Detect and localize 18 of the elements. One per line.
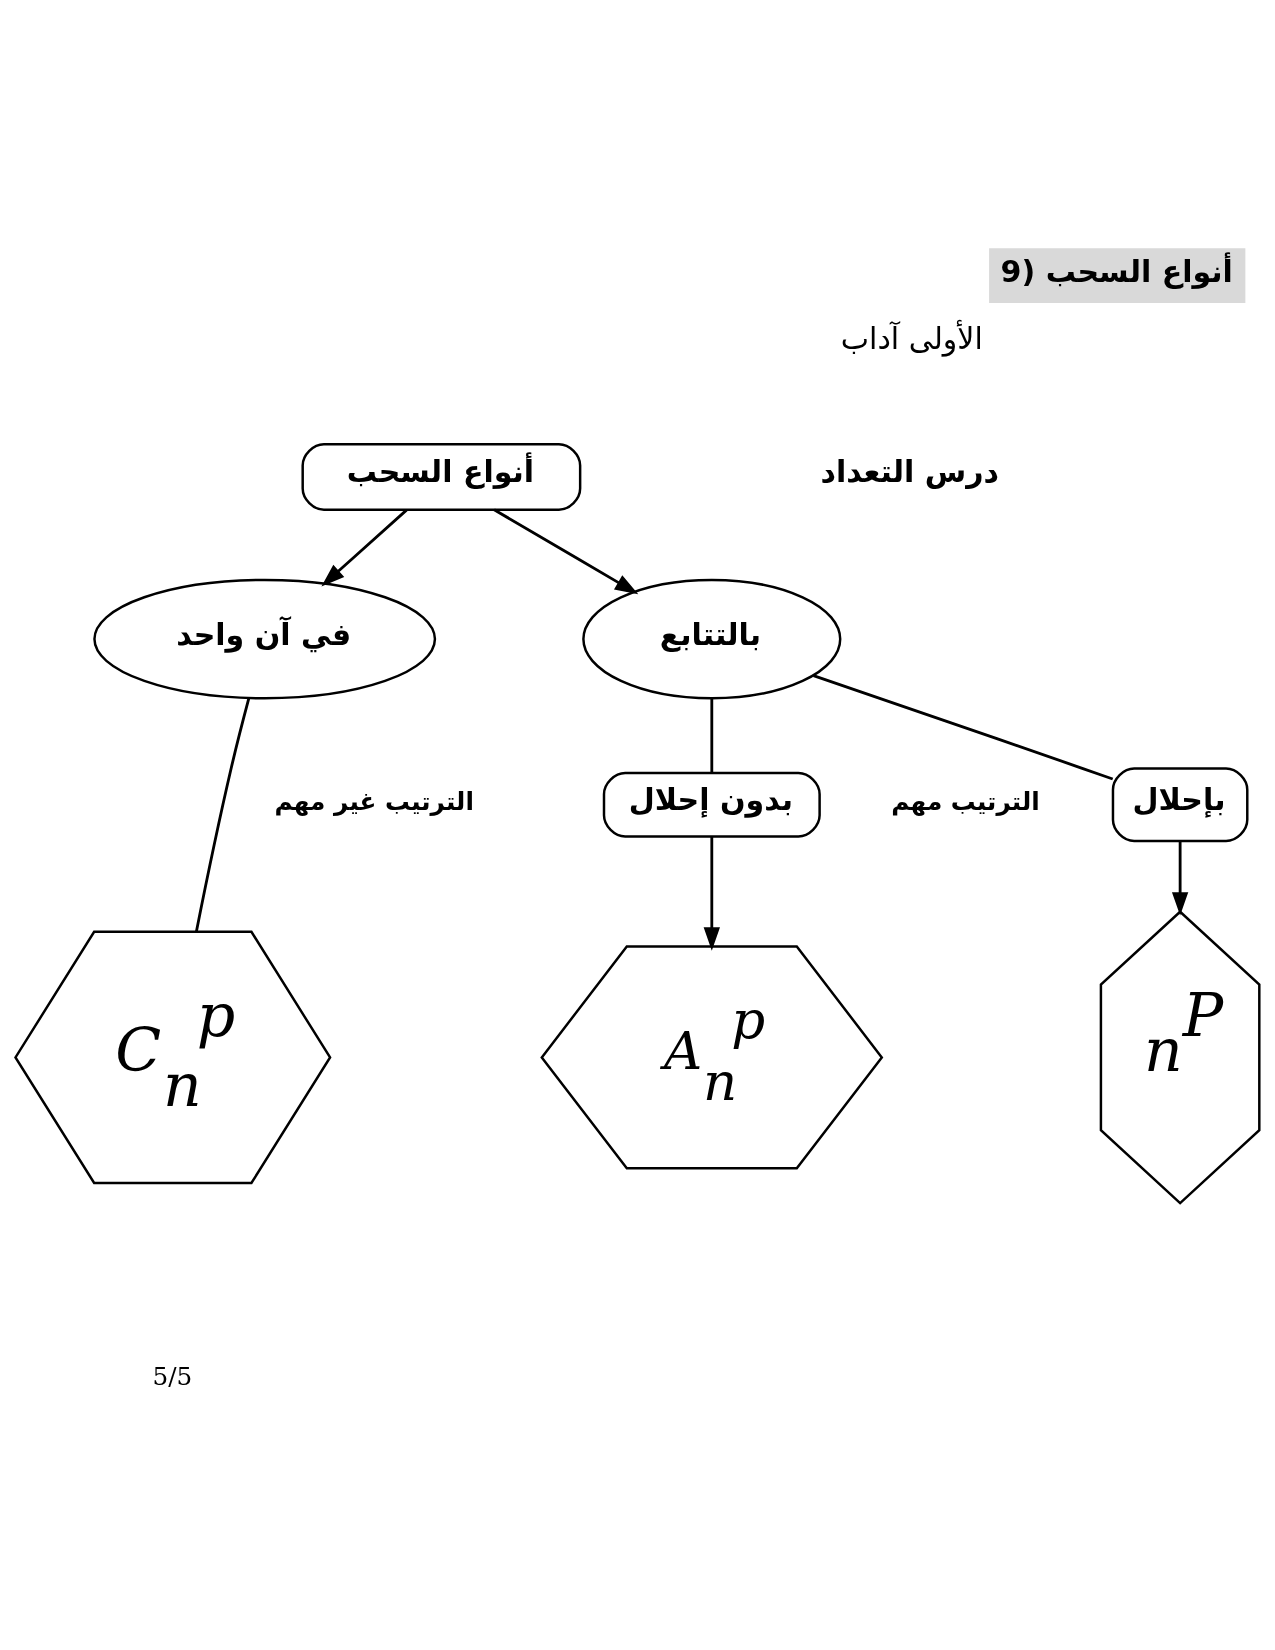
node-box: بدون إحلال xyxy=(602,771,821,838)
node-ellipse: في آن واحد xyxy=(93,578,437,699)
connector xyxy=(195,697,251,932)
connector xyxy=(813,673,1114,780)
arrow xyxy=(493,508,639,594)
label: درس التعداد xyxy=(820,453,999,489)
arrow xyxy=(1171,840,1189,916)
arrow xyxy=(321,508,408,586)
connector xyxy=(710,697,714,773)
label: 5/5 xyxy=(152,1361,193,1391)
node-box: بإحلال xyxy=(1111,766,1249,842)
node-box: أنواع السحب xyxy=(301,442,582,511)
arrow xyxy=(703,836,720,951)
diagram-title: 9) أنواع السحب xyxy=(1000,253,1233,289)
label: الترتيب مهم xyxy=(891,786,1040,816)
label: الترتيب غير مهم xyxy=(274,786,474,816)
node-ellipse: بالتتابع xyxy=(582,578,842,699)
label: الأولى آداب xyxy=(840,320,983,356)
